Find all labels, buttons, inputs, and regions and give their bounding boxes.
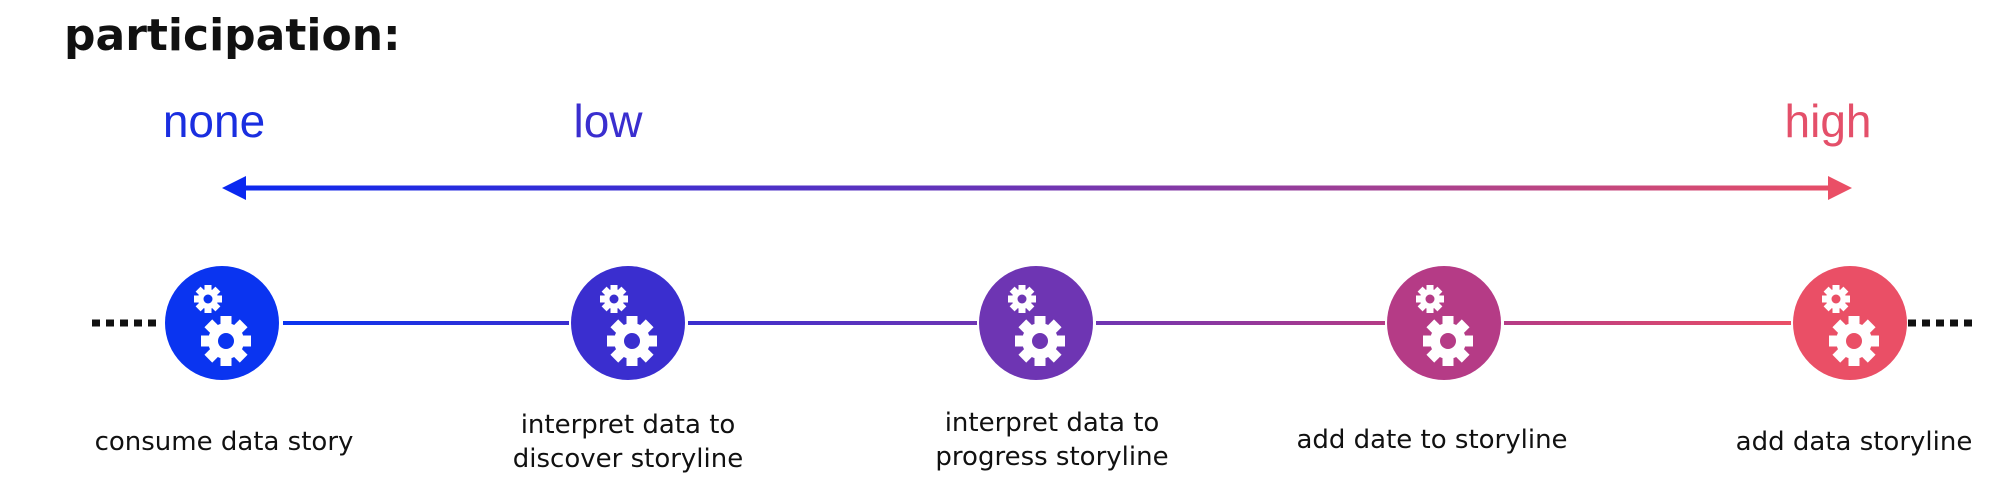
level-label-low: low (573, 95, 643, 147)
stage-node-add-date (1387, 266, 1501, 380)
arrow-left-head (222, 176, 246, 200)
level-label-high: high (1784, 95, 1872, 147)
stage-node-add-data (1793, 266, 1907, 380)
stage-node-interpret-progress (979, 266, 1093, 380)
stage-label-add-date: add date to storyline (1296, 425, 1568, 455)
stage-label-add-data: add data storyline (1735, 427, 1973, 457)
level-label-none: none (162, 95, 266, 147)
participation-scale-arrow (222, 176, 1852, 200)
arrow-right-head (1828, 176, 1852, 200)
diagram-title: participation: (64, 10, 401, 61)
stage-node-consume (165, 266, 279, 380)
stage-label-interpret-discover: interpret data to discover storyline (512, 410, 744, 474)
stage-label-consume: consume data story (94, 427, 354, 457)
stage-label-interpret-progress: interpret data to progress storyline (935, 408, 1169, 472)
stage-node-interpret-discover (571, 266, 685, 380)
